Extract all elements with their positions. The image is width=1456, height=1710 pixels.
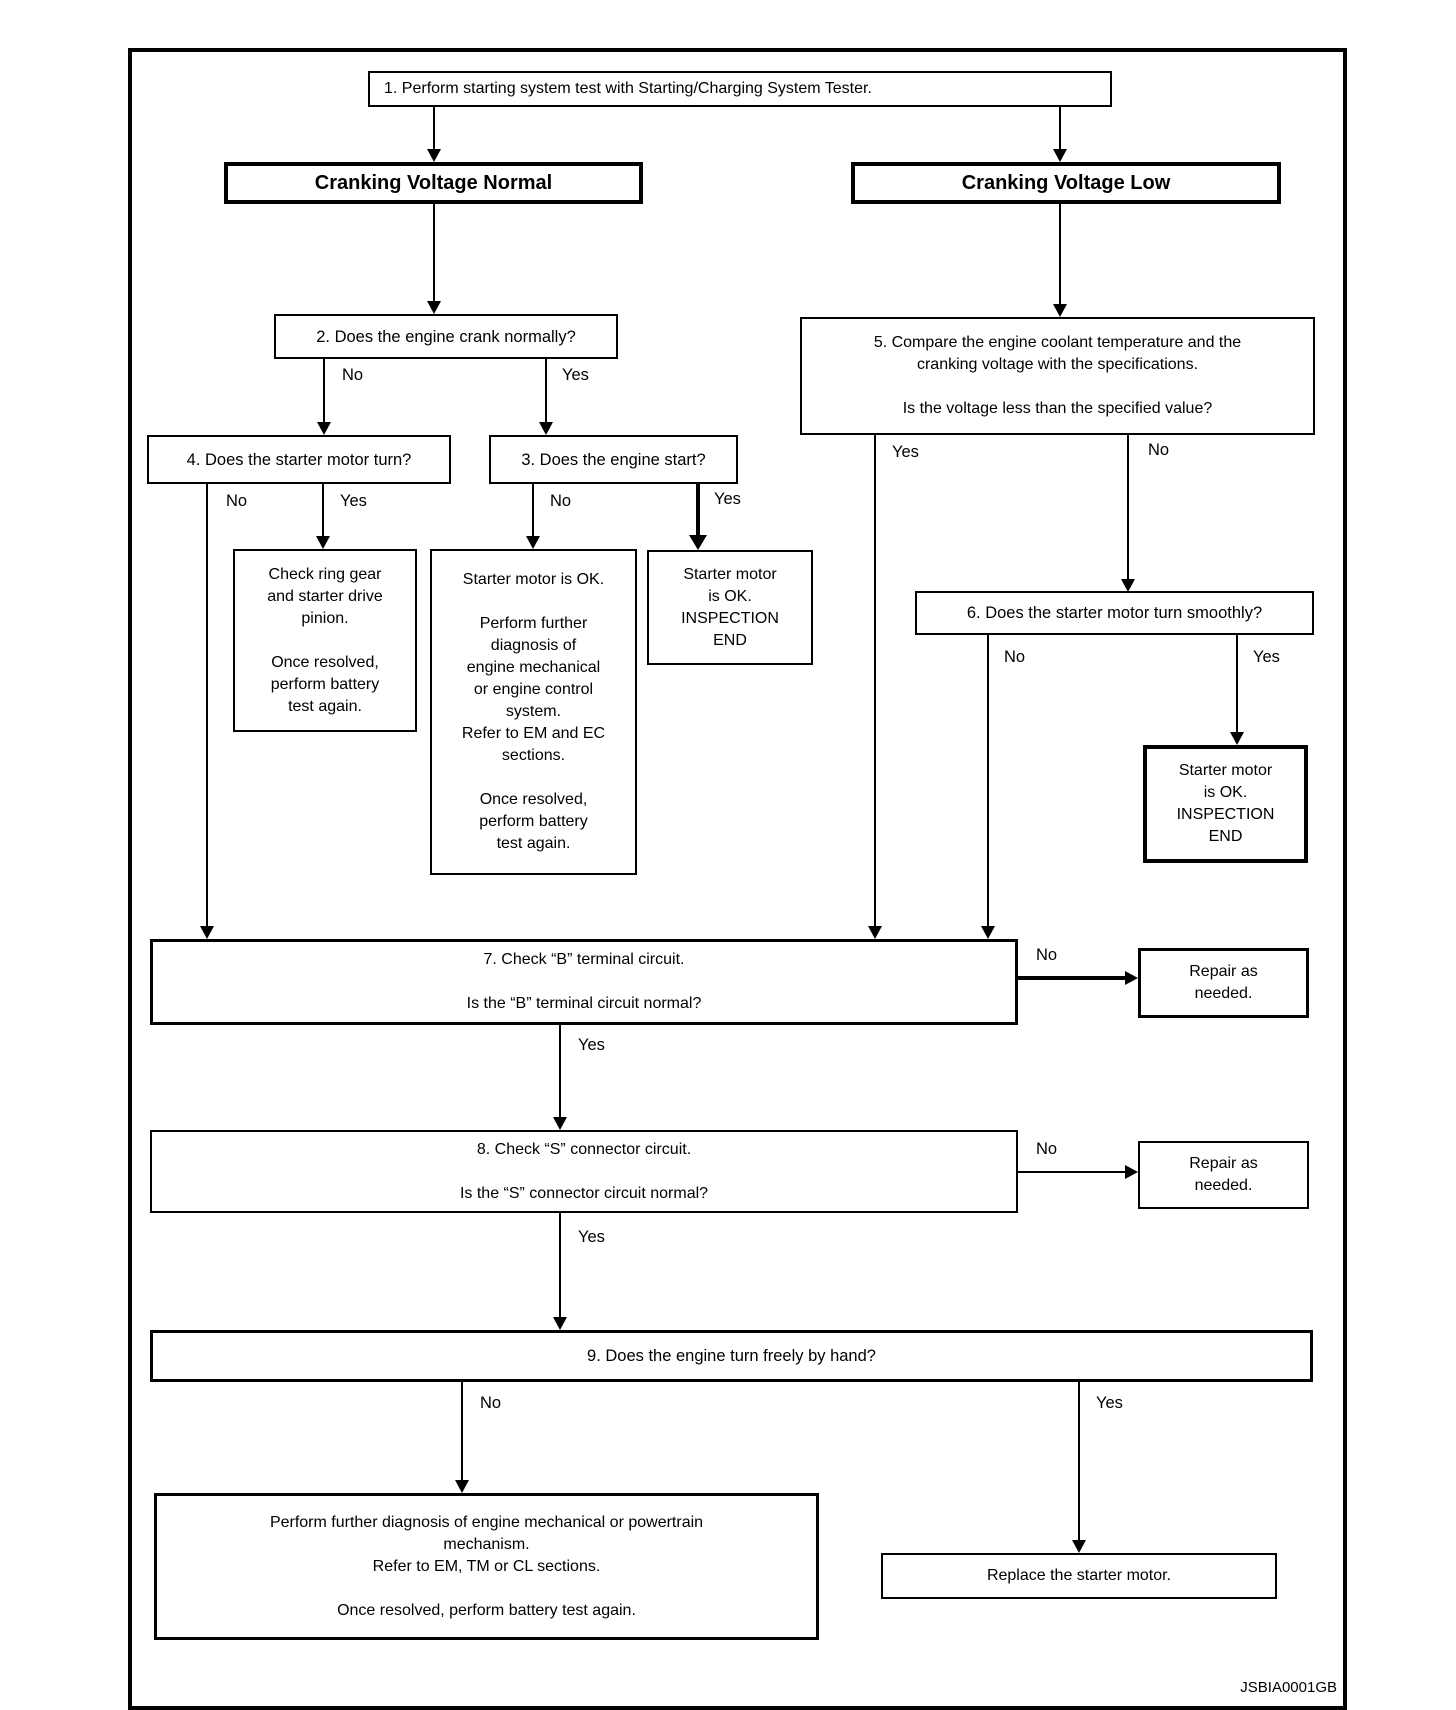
node-step8-text: 8. Check “S” connector circuit. Is the “… bbox=[459, 1140, 709, 1202]
edge-step2-yes bbox=[545, 359, 547, 423]
arrowhead-step9 bbox=[553, 1317, 567, 1330]
node-step2: 2. Does the engine crank normally? bbox=[274, 314, 618, 359]
edge-label-step6-no: No bbox=[1002, 648, 1028, 666]
arrowhead-step7-a bbox=[200, 926, 214, 939]
node-step8: 8. Check “S” connector circuit. Is the “… bbox=[150, 1130, 1018, 1213]
edge-step5-yes-long bbox=[874, 435, 876, 927]
edge-label-step7-yes: Yes bbox=[576, 1036, 607, 1054]
edge-step8-no bbox=[1018, 1171, 1125, 1173]
arrowhead-step2 bbox=[427, 301, 441, 314]
node-step3-text: 3. Does the engine start? bbox=[521, 450, 706, 469]
arrowhead-check-ring-gear bbox=[316, 536, 330, 549]
node-step9: 9. Does the engine turn freely by hand? bbox=[150, 1330, 1313, 1382]
edge-normal-to-step2 bbox=[433, 204, 435, 302]
node-starter-ok-diagnose: Starter motor is OK. Perform further dia… bbox=[430, 549, 637, 875]
arrowhead-step5 bbox=[1053, 304, 1067, 317]
edge-low-to-step5 bbox=[1059, 204, 1061, 305]
edge-label-step4-no: No bbox=[224, 492, 250, 510]
node-inspection-end-2: Starter motor is OK. INSPECTION END bbox=[1143, 745, 1308, 863]
arrowhead-step4 bbox=[317, 422, 331, 435]
node-step4: 4. Does the starter motor turn? bbox=[147, 435, 451, 484]
arrowhead-replace-starter bbox=[1072, 1540, 1086, 1553]
arrowhead-repair-1 bbox=[1125, 971, 1138, 985]
arrowhead-further-diagnosis bbox=[455, 1480, 469, 1493]
branch-low-text: Cranking Voltage Low bbox=[961, 172, 1171, 194]
node-step6: 6. Does the starter motor turn smoothly? bbox=[915, 591, 1314, 635]
edge-step1-to-normal bbox=[433, 107, 435, 150]
node-replace-starter: Replace the starter motor. bbox=[881, 1553, 1277, 1599]
diagram-frame bbox=[128, 48, 1347, 1710]
arrowhead-inspection-end-1 bbox=[689, 535, 707, 550]
edge-step9-no bbox=[461, 1382, 463, 1481]
edge-label-step9-yes: Yes bbox=[1094, 1394, 1125, 1412]
arrowhead-step7-b bbox=[868, 926, 882, 939]
arrowhead-step7-c bbox=[981, 926, 995, 939]
arrowhead-starter-ok-diagnose bbox=[526, 536, 540, 549]
repair-1-text: Repair as needed. bbox=[1189, 963, 1258, 1002]
node-step2-text: 2. Does the engine crank normally? bbox=[316, 327, 576, 346]
arrowhead-step8 bbox=[553, 1117, 567, 1130]
edge-label-step3-no: No bbox=[548, 492, 574, 510]
node-repair-2: Repair as needed. bbox=[1138, 1141, 1309, 1209]
edge-step2-no bbox=[323, 359, 325, 423]
edge-label-step7-no: No bbox=[1034, 946, 1060, 964]
edge-step7-no bbox=[1018, 976, 1125, 980]
node-step7: 7. Check “B” terminal circuit. Is the “B… bbox=[150, 939, 1018, 1025]
edge-step9-yes bbox=[1078, 1382, 1080, 1541]
diagram-code: JSBIA0001GB bbox=[1240, 1679, 1337, 1696]
arrowhead-step3 bbox=[539, 422, 553, 435]
arrowhead-step6 bbox=[1121, 579, 1135, 592]
node-step1-text: 1. Perform starting system test with Sta… bbox=[384, 80, 872, 97]
node-repair-1: Repair as needed. bbox=[1138, 948, 1309, 1018]
node-step4-text: 4. Does the starter motor turn? bbox=[186, 450, 412, 469]
edge-label-step5-no: No bbox=[1146, 441, 1172, 459]
branch-normal-text: Cranking Voltage Normal bbox=[314, 172, 553, 194]
node-step1: 1. Perform starting system test with Sta… bbox=[368, 71, 1112, 107]
edge-label-step8-yes: Yes bbox=[576, 1228, 607, 1246]
edge-label-step5-yes: Yes bbox=[890, 443, 921, 461]
edge-step7-yes bbox=[559, 1025, 561, 1118]
node-step6-text: 6. Does the starter motor turn smoothly? bbox=[966, 604, 1263, 622]
arrowhead-step1-normal bbox=[427, 149, 441, 162]
starter-ok-diagnose-text: Starter motor is OK. Perform further dia… bbox=[461, 571, 606, 852]
inspection-end-1-text: Starter motor is OK. INSPECTION END bbox=[681, 565, 779, 649]
edge-step6-no-long bbox=[987, 635, 989, 927]
further-diagnosis-text: Perform further diagnosis of engine mech… bbox=[269, 1513, 704, 1619]
edge-step4-yes bbox=[322, 484, 324, 537]
edge-label-step2-no: No bbox=[340, 366, 366, 384]
edge-step5-no bbox=[1127, 435, 1129, 580]
inspection-end-2-text: Starter motor is OK. INSPECTION END bbox=[1176, 762, 1275, 845]
node-step9-text: 9. Does the engine turn freely by hand? bbox=[587, 1347, 876, 1365]
node-step7-text: 7. Check “B” terminal circuit. Is the “B… bbox=[466, 951, 702, 1012]
edge-label-step9-no: No bbox=[478, 1394, 504, 1412]
repair-2-text: Repair as needed. bbox=[1189, 1155, 1258, 1194]
node-branch-cranking-voltage-normal: Cranking Voltage Normal bbox=[224, 162, 643, 204]
edge-label-step3-yes: Yes bbox=[712, 490, 743, 508]
replace-starter-text: Replace the starter motor. bbox=[986, 1567, 1172, 1584]
edge-step3-no bbox=[532, 484, 534, 537]
edge-label-step4-yes: Yes bbox=[338, 492, 369, 510]
check-ring-gear-text: Check ring gear and starter drive pinion… bbox=[267, 565, 383, 715]
node-check-ring-gear: Check ring gear and starter drive pinion… bbox=[233, 549, 417, 732]
node-step5-text: 5. Compare the engine coolant temperatur… bbox=[873, 334, 1242, 417]
node-inspection-end-1: Starter motor is OK. INSPECTION END bbox=[647, 550, 813, 665]
arrowhead-inspection-end-2 bbox=[1230, 732, 1244, 745]
node-step3: 3. Does the engine start? bbox=[489, 435, 738, 484]
node-further-diagnosis: Perform further diagnosis of engine mech… bbox=[154, 1493, 819, 1640]
edge-step8-yes bbox=[559, 1213, 561, 1318]
edge-step3-yes bbox=[696, 484, 700, 536]
edge-step1-to-low bbox=[1059, 107, 1061, 150]
arrowhead-step1-low bbox=[1053, 149, 1067, 162]
edge-label-step6-yes: Yes bbox=[1251, 648, 1282, 666]
arrowhead-repair-2 bbox=[1125, 1165, 1138, 1179]
node-step5: 5. Compare the engine coolant temperatur… bbox=[800, 317, 1315, 435]
edge-label-step8-no: No bbox=[1034, 1140, 1060, 1158]
edge-step4-no-long bbox=[206, 484, 208, 927]
edge-step6-yes bbox=[1236, 635, 1238, 733]
node-branch-cranking-voltage-low: Cranking Voltage Low bbox=[851, 162, 1281, 204]
edge-label-step2-yes: Yes bbox=[560, 366, 591, 384]
